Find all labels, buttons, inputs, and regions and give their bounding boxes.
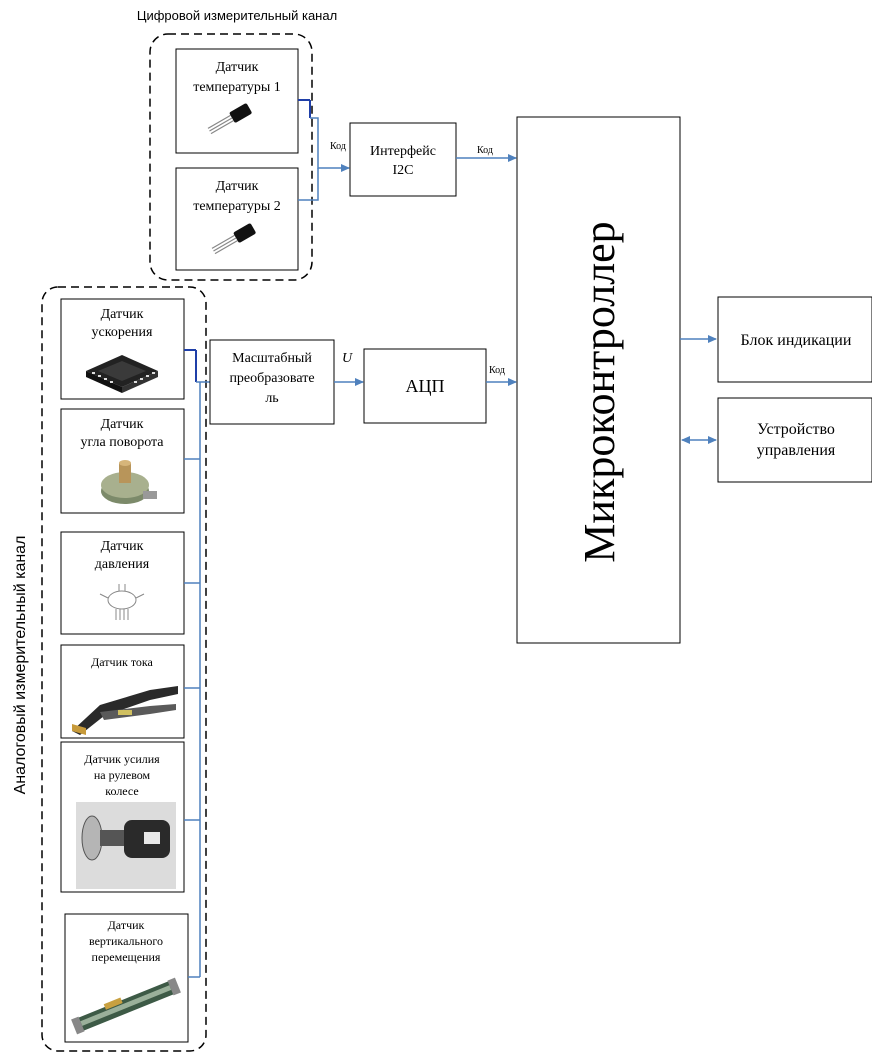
sensor-label: температуры 2: [193, 199, 281, 214]
potentiometer-icon: [101, 460, 157, 504]
digital-channel-title: Цифровой измерительный канал: [137, 8, 337, 23]
microcontroller-label: Микроконтроллер: [575, 221, 624, 562]
scaling-converter-block: Масштабный преобразовате ль: [209, 339, 335, 425]
sensor-label: на рулевом: [94, 768, 151, 782]
i2c-label: I2C: [393, 163, 414, 178]
sensor-label: колесе: [105, 784, 138, 798]
to92-transistor-icon: [211, 223, 256, 255]
microcontroller-block: Микроконтроллер: [516, 116, 681, 644]
pressure-sensor-icon: [99, 584, 145, 620]
i2c-label: Интерфейс: [370, 144, 436, 159]
sensor-label: давления: [95, 557, 150, 572]
sensor-label: Датчик: [216, 60, 259, 75]
adc-label: АЦП: [406, 376, 445, 396]
control-label: управления: [757, 442, 836, 459]
digital-bus: [298, 99, 350, 201]
sensor-label: Датчик усилия: [84, 752, 160, 766]
temperature-sensor-2: Датчик температуры 2: [175, 167, 299, 271]
current-sensor: Датчик тока: [60, 644, 185, 739]
analog-channel-title: Аналоговый измерительный канал: [12, 536, 29, 795]
sensor-label: температуры 1: [193, 80, 281, 95]
analog-channel-frame: [41, 286, 207, 1052]
sensor-label: Датчик: [216, 179, 259, 194]
sensor-label: перемещения: [92, 950, 161, 964]
sensor-label: Датчик: [101, 417, 144, 432]
control-device-block: Устройство управления: [717, 397, 872, 483]
display-label: Блок индикации: [741, 332, 852, 349]
sensor-label: Датчик тока: [91, 655, 153, 669]
scaler-label: преобразовате: [229, 371, 314, 386]
display-block: Блок индикации: [717, 296, 872, 383]
linear-actuator-icon: [71, 977, 181, 1035]
force-sensor-icon: [76, 802, 176, 889]
code-label: Код: [477, 145, 493, 156]
voltage-label: U: [342, 351, 353, 366]
temperature-sensor-1: Датчик температуры 1: [175, 48, 299, 154]
pressure-sensor: Датчик давления: [60, 531, 185, 635]
sensor-label: Датчик: [101, 539, 144, 554]
sensor-label: Датчик: [108, 918, 145, 932]
control-label: Устройство: [757, 421, 835, 438]
sensor-label: угла поворота: [80, 435, 164, 450]
to92-transistor-icon: [207, 103, 252, 135]
current-clamp-icon: [72, 686, 178, 735]
qfn-chip-icon: [86, 355, 158, 393]
i2c-interface-block: Интерфейс I2C: [349, 122, 457, 197]
acceleration-sensor: Датчик ускорения: [60, 298, 185, 400]
code-label: Код: [489, 365, 505, 376]
scaler-label: Масштабный: [232, 351, 312, 366]
sensor-label: Датчик: [101, 307, 144, 322]
digital-channel-frame: [149, 33, 313, 281]
rotation-angle-sensor: Датчик угла поворота: [60, 408, 185, 514]
sensor-label: ускорения: [92, 325, 154, 340]
vertical-displacement-sensor: Датчик вертикального перемещения: [64, 913, 189, 1043]
adc-block: АЦП: [363, 348, 487, 424]
analog-bus: [184, 349, 210, 978]
steering-force-sensor: Датчик усилия на рулевом колесе: [60, 741, 185, 893]
code-label: Код: [330, 141, 346, 152]
sensor-label: вертикального: [89, 934, 163, 948]
scaler-label: ль: [265, 391, 278, 406]
